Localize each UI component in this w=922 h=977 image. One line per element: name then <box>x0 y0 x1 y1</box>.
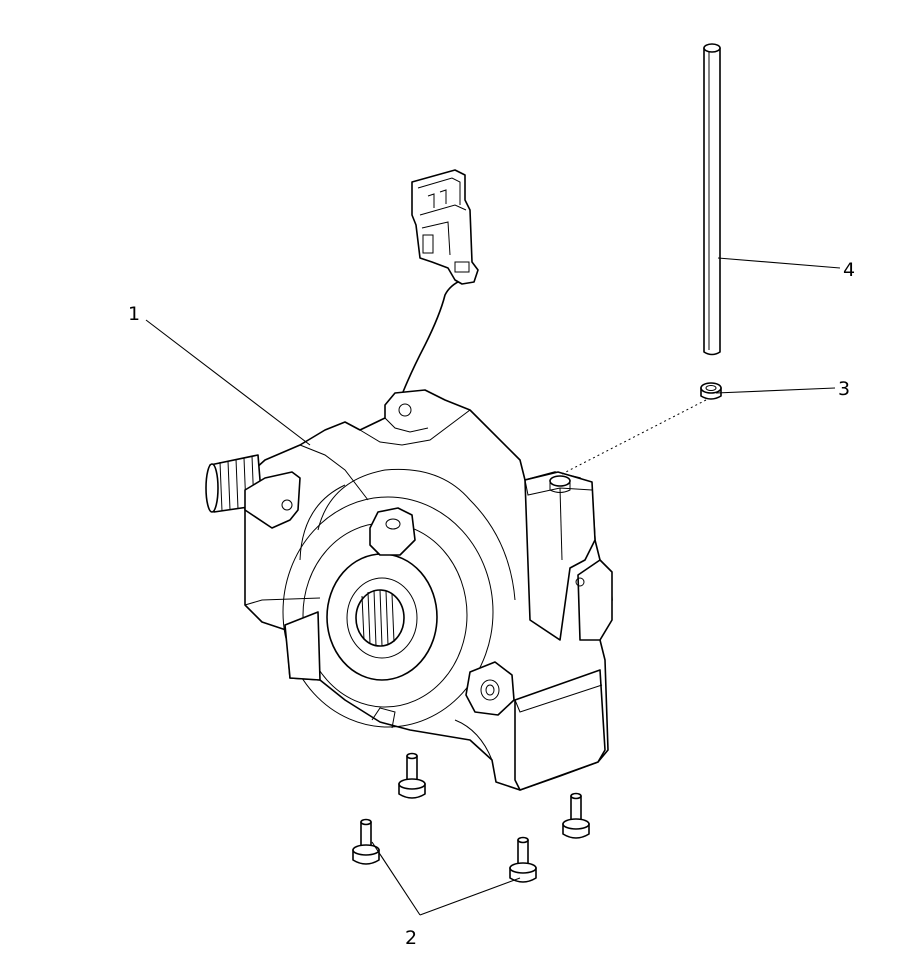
part-2-bolt <box>398 752 426 799</box>
callout-2: 2 <box>405 927 417 949</box>
part-1-pump-housing <box>205 389 613 791</box>
part-2-bolt <box>352 818 380 865</box>
part-4-rod <box>703 43 721 356</box>
alignment-line <box>561 399 707 475</box>
part-2-bolt <box>509 836 537 883</box>
electrical-connector <box>402 169 479 393</box>
leader-line-4 <box>717 257 841 269</box>
callout-3: 3 <box>838 378 850 400</box>
part-3-sleeve <box>700 382 722 400</box>
part-2-bolt <box>562 792 590 839</box>
leader-line-2a <box>371 841 421 916</box>
leader-line-2b <box>419 877 521 916</box>
leader-line-3 <box>715 387 836 394</box>
callout-1: 1 <box>128 303 140 325</box>
leader-line-1 <box>145 319 311 446</box>
callout-4: 4 <box>843 259 855 281</box>
